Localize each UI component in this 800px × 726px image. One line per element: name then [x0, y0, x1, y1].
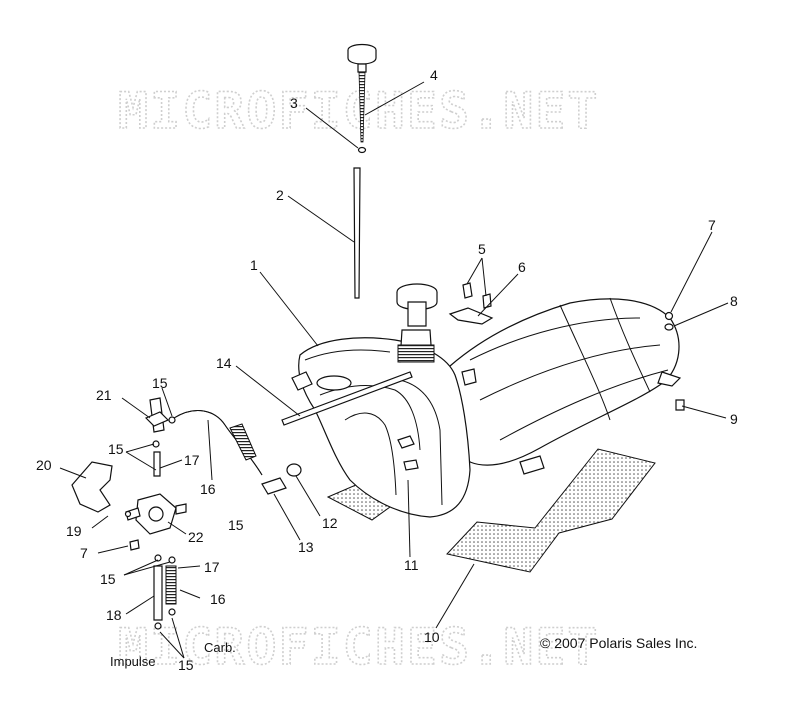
callout-16-upper: 16: [200, 481, 216, 497]
dipstick-cap: [347, 43, 377, 143]
bracket-6: [448, 307, 494, 325]
seat: [449, 297, 682, 466]
callout-15-bottom: 15: [178, 657, 194, 673]
callout-7-right: 7: [708, 217, 716, 233]
callout-16-lower: 16: [210, 591, 226, 607]
fuel-line-upper: [173, 410, 263, 476]
callout-17-lower: 17: [204, 559, 220, 575]
fuel-tank: [291, 337, 545, 518]
washer-8: [664, 323, 674, 331]
nut-7: [664, 311, 674, 321]
mat-10: [446, 448, 656, 573]
callout-2: 2: [276, 187, 284, 203]
callout-4: 4: [430, 67, 438, 83]
callout-19: 19: [66, 523, 82, 539]
callout-22: 22: [188, 529, 204, 545]
watermark-bottom: MICROFICHES.NET: [118, 618, 600, 676]
callout-11: 11: [404, 557, 419, 573]
callout-9: 9: [730, 411, 738, 427]
callout-18: 18: [106, 607, 122, 623]
leader-lines: [59, 81, 729, 659]
fuel-valve-assembly: [71, 397, 187, 551]
callout-1: 1: [250, 257, 258, 273]
callout-20: 20: [36, 457, 52, 473]
lower-lines: [153, 554, 177, 630]
copyright: © 2007 Polaris Sales Inc.: [540, 635, 697, 651]
callout-3: 3: [290, 95, 298, 111]
callout-15-mid: 15: [108, 441, 124, 457]
callout-15-top: 15: [152, 375, 168, 391]
callout-14: 14: [216, 355, 232, 371]
tank-filler-cap: [396, 283, 438, 363]
watermark-top: MICROFICHES.NET: [118, 82, 600, 140]
callout-17-upper: 17: [184, 452, 200, 468]
vent-hose: [281, 371, 413, 426]
callout-10: 10: [424, 629, 440, 645]
label-impulse: Impulse: [110, 654, 156, 669]
callout-7-left: 7: [80, 545, 88, 561]
callout-13: 13: [298, 539, 314, 555]
vent-tube: [353, 167, 361, 299]
screws-5: [462, 282, 492, 309]
bolt-9: [675, 399, 685, 411]
callout-8: 8: [730, 293, 738, 309]
callout-15-fitting: 15: [228, 517, 244, 533]
o-ring: [357, 146, 367, 154]
callout-15-lower: 15: [100, 571, 116, 587]
callout-21: 21: [96, 387, 112, 403]
callout-5: 5: [478, 241, 486, 257]
callouts: 1 2 3 4 5 6 7 8 9 10 11 12 13 14 15 21 1…: [36, 67, 738, 673]
label-carb: Carb.: [204, 640, 236, 655]
callout-6: 6: [518, 259, 526, 275]
grommet: [286, 463, 302, 477]
callout-12: 12: [322, 515, 338, 531]
fuel-fitting: [261, 477, 287, 495]
